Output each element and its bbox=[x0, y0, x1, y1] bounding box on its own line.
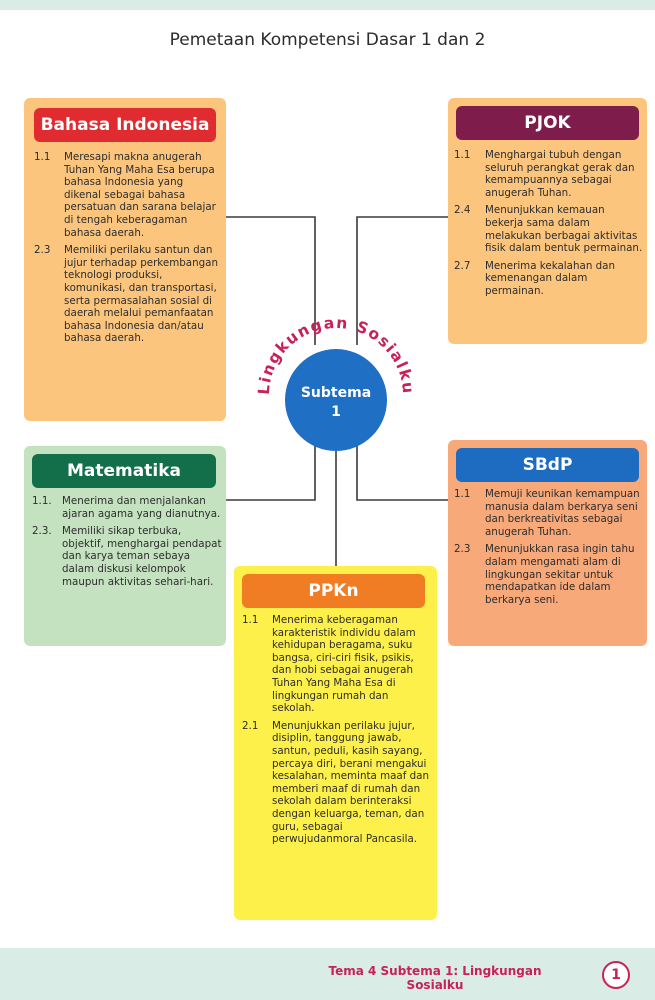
item-number: 1.1 bbox=[454, 488, 471, 500]
page-title: Pemetaan Kompetensi Dasar 1 dan 2 bbox=[169, 30, 486, 50]
item-text: Memiliki perilaku santun dan jujur terha… bbox=[64, 244, 219, 345]
matematika-header: Matematika bbox=[32, 454, 216, 488]
list-item: 2.3. Memiliki sikap terbuka, objektif, me… bbox=[32, 525, 222, 588]
item-text: Memiliki sikap terbuka, objektif, mengha… bbox=[62, 525, 222, 588]
list-item: 2.3 Menunjukkan rasa ingin tahu dalam men… bbox=[454, 543, 644, 606]
sbdp-list: 1.1 Memuji keunikan kemampuan manusia dal… bbox=[454, 488, 644, 611]
page-number-badge: 1 bbox=[602, 961, 630, 989]
footer-text: Tema 4 Subtema 1: Lingkungan Sosialku bbox=[328, 964, 542, 992]
bahasa-indonesia-header: Bahasa Indonesia bbox=[34, 108, 216, 142]
list-item: 2.3 Memiliki perilaku santun dan jujur te… bbox=[34, 244, 220, 345]
item-number: 2.4 bbox=[454, 204, 471, 217]
item-number: 1.1 bbox=[242, 614, 259, 626]
hub-circle bbox=[285, 349, 387, 451]
bahasa-indonesia-card: Bahasa Indonesia 1.1 Meresapi makna anuge… bbox=[24, 98, 226, 421]
ppkn-card: PPKn 1.1 Menerima keberagaman karakterist… bbox=[234, 566, 437, 920]
item-number: 2.3. bbox=[32, 525, 52, 538]
connector-matematika bbox=[226, 445, 316, 501]
item-number: 1.1 bbox=[454, 149, 471, 161]
item-text: Menerima dan menjalankan ajaran agama ya… bbox=[62, 495, 221, 520]
sbdp-header: SBdP bbox=[456, 448, 639, 482]
list-item: 1.1. Menerima dan menjalankan ajaran agam… bbox=[32, 495, 222, 520]
item-number: 2.1 bbox=[242, 719, 259, 732]
connector-sbdp bbox=[356, 445, 448, 501]
hub-center-line1: Subtema bbox=[301, 385, 371, 401]
item-text: Meresapi makna anugerah Tuhan Yang Maha … bbox=[64, 151, 216, 239]
pjok-header: PJOK bbox=[456, 106, 639, 140]
item-text: Menunjukkan rasa ingin tahu dalam mengam… bbox=[485, 543, 635, 606]
footer-band bbox=[0, 948, 655, 1000]
pjok-list: 1.1 Menghargai tubuh dengan seluruh peran… bbox=[454, 149, 644, 303]
item-text: Menerima keberagaman karakteristik indiv… bbox=[272, 614, 416, 715]
item-number: 2.3 bbox=[34, 244, 51, 257]
bahasa-indonesia-list: 1.1 Meresapi makna anugerah Tuhan Yang Ma… bbox=[34, 151, 220, 350]
list-item: 2.7 Menerima kekalahan dan kemenangan dal… bbox=[454, 260, 644, 298]
ppkn-list: 1.1 Menerima keberagaman karakteristik in… bbox=[242, 614, 432, 851]
connector-pjok bbox=[356, 216, 448, 345]
subtema-hub: Lingkungan Sosialku Subtema 1 bbox=[255, 314, 416, 451]
item-number: 2.3 bbox=[454, 543, 471, 556]
matematika-list: 1.1. Menerima dan menjalankan ajaran agam… bbox=[32, 495, 222, 593]
hub-center-line2: 1 bbox=[331, 404, 341, 420]
pjok-card: PJOK 1.1 Menghargai tubuh dengan seluruh … bbox=[448, 98, 647, 344]
top-decorative-band bbox=[0, 0, 655, 10]
item-number: 1.1. bbox=[32, 495, 52, 507]
list-item: 1.1 Menghargai tubuh dengan seluruh peran… bbox=[454, 149, 644, 199]
item-number: 2.7 bbox=[454, 259, 471, 272]
item-text: Menunjukkan perilaku jujur, disiplin, ta… bbox=[272, 719, 430, 846]
item-text: Menunjukkan kemauan bekerja sama dalam m… bbox=[485, 204, 643, 255]
list-item: 1.1 Memuji keunikan kemampuan manusia dal… bbox=[454, 488, 644, 538]
list-item: 2.1 Menunjukkan perilaku jujur, disiplin,… bbox=[242, 720, 432, 846]
ppkn-header: PPKn bbox=[242, 574, 425, 608]
item-text: Menghargai tubuh dengan seluruh perangka… bbox=[485, 149, 635, 199]
item-text: Memuji keunikan kemampuan manusia dalam … bbox=[485, 488, 640, 538]
sbdp-card: SBdP 1.1 Memuji keunikan kemampuan manusi… bbox=[448, 440, 647, 646]
list-item: 2.4 Menunjukkan kemauan bekerja sama dala… bbox=[454, 204, 644, 254]
matematika-card: Matematika 1.1. Menerima dan menjalankan … bbox=[24, 446, 226, 646]
connector-bahasa-indonesia bbox=[226, 216, 316, 345]
item-number: 1.1 bbox=[34, 151, 51, 163]
list-item: 1.1 Menerima keberagaman karakteristik in… bbox=[242, 614, 432, 715]
item-text: Menerima kekalahan dan kemenangan dalam … bbox=[485, 259, 615, 297]
list-item: 1.1 Meresapi makna anugerah Tuhan Yang Ma… bbox=[34, 151, 220, 239]
